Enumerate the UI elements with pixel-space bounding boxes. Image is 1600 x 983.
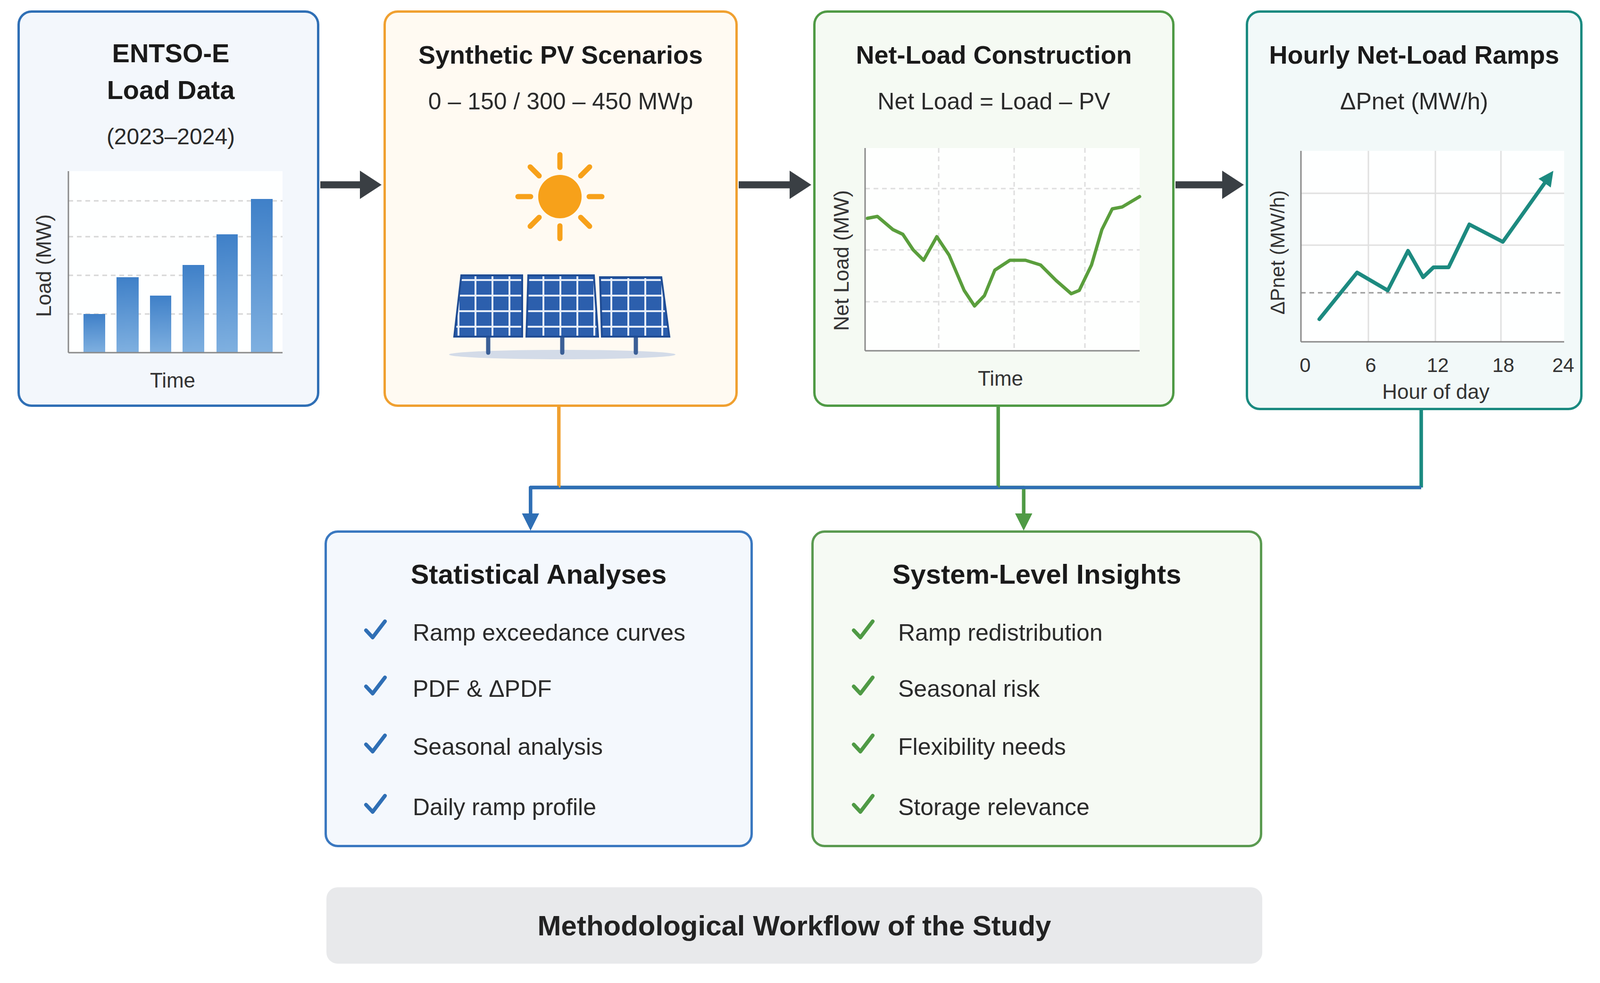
checkmarks [366,621,873,813]
arrow-head [789,170,812,200]
connector-bus [1023,487,1422,516]
ramp-line-chart [1300,150,1565,342]
box-text: 6 [1347,353,1395,379]
scenario-box: Synthetic PV Scenarios 0 – 150 / 300 – 45… [383,10,738,408]
net-load-line-chart [865,148,1140,351]
box-heading: Statistical Analyses [326,557,751,592]
caption-band: Methodological Workflow of the Study [326,887,1263,965]
box-text: Ramp redistribution [898,618,1248,649]
connector-drop [996,407,1000,488]
flow-connector [998,407,1033,531]
box-text: ΔPnet (MW/h) [1248,86,1581,117]
box-text: PDF & ΔPDF [412,674,743,705]
box-text: Seasonal analysis [412,732,743,763]
result-box: Hourly Net-Load RampsΔPnet (MW/h) ΔPnet (… [1245,10,1583,411]
connector-bus [530,487,1422,516]
flow-connector [522,407,999,531]
connector-drop [1419,410,1423,488]
arrow-head [359,170,382,200]
box-text: Storage relevance [898,792,1248,823]
axis-label: ΔPnet (MW/h) [1265,162,1291,342]
connector-drop [557,407,561,488]
arrow-head [522,513,540,531]
data-source-box: ENTSO-E Load Data (2023–2024) Load (MW) Tim… [17,10,320,408]
box-heading: ENTSO-E Load Data [90,34,251,109]
load-bar-chart [68,171,283,353]
arrow-head [1222,170,1244,200]
arrow-head [522,513,540,531]
arrow-head [522,513,540,531]
arrow-shaft [738,181,793,189]
axis-label: Net Load (MW) [828,171,855,351]
analysis-box: Statistical AnalysesRamp exceedance curv… [324,530,753,848]
box-text: Time [101,367,244,394]
box-heading: Hourly Net-Load Ramps [1248,39,1581,72]
arrow-shaft [320,181,363,189]
box-text: 18 [1479,353,1527,379]
axis-label: Load (MW) [30,195,57,337]
insight-box: System-Level InsightsRamp redistribution… [811,530,1263,848]
arrow-shaft [1175,181,1225,189]
box-heading: Net-Load Construction [815,39,1173,72]
flow-connector [558,407,1033,531]
box-text: Seasonal risk [898,674,1248,705]
box-text: Daily ramp profile [412,792,743,823]
box-text: Net Load = Load – PV [815,86,1173,117]
connector-bus [558,487,1025,516]
flow-connector [1175,170,1244,200]
solar-panels [449,275,676,360]
process-box: Net-Load ConstructionNet Load = Load – P… [813,10,1175,408]
box-text: Time [929,365,1072,392]
box-text: 12 [1414,353,1462,379]
box-text: Flexibility needs [898,732,1248,763]
box-heading: System-Level Insights [813,557,1260,592]
caption-text: Methodological Workflow of the Study [537,909,1052,943]
flow-connector [738,170,812,200]
box-text: (2023–2024) [19,122,322,151]
box-text: 0 – 150 / 300 – 450 MWp [385,86,736,117]
flow-connector [522,410,1422,531]
connector-bus [530,487,999,516]
connector-drop [996,407,1000,488]
connector-bus [530,487,559,516]
sun-icon [517,154,602,239]
box-heading: Synthetic PV Scenarios [385,39,736,72]
flow-connector [1015,410,1422,531]
box-text: Ramp exceedance curves [412,618,743,649]
connector-drop [1419,410,1423,488]
box-text: Hour of day [1341,378,1531,405]
box-text: 0 [1281,353,1329,379]
arrow-head [1015,513,1033,531]
connector-bus [998,487,1024,516]
arrow-head [1015,513,1033,531]
flow-connector [320,170,382,200]
box-text: 24 [1539,353,1587,379]
arrow-head [1015,513,1033,531]
flow-connector [522,407,559,531]
connector-drop [557,407,561,488]
